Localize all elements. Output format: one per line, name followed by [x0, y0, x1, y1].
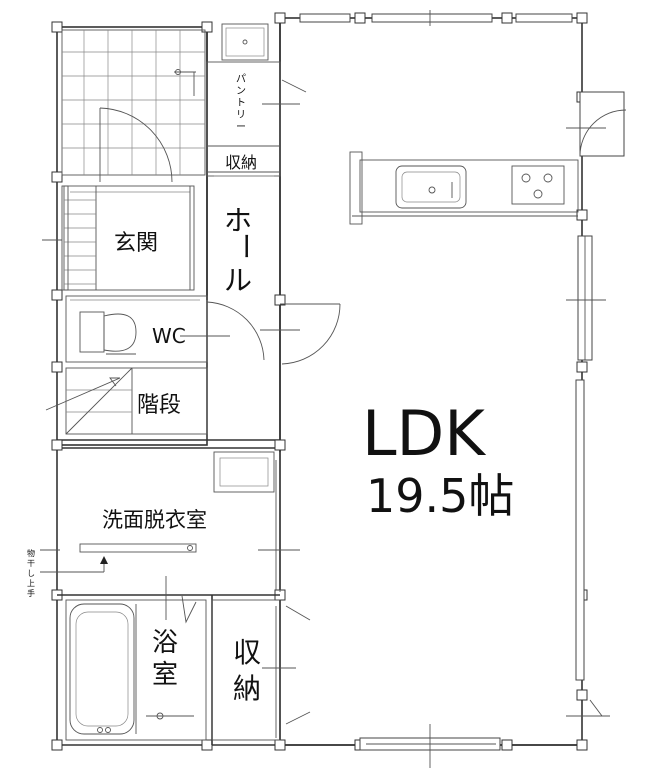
laundry-char-2: 干	[27, 559, 35, 568]
genkan-floor	[63, 185, 195, 291]
pantry-label-4: リ	[236, 110, 246, 121]
pantry	[206, 61, 307, 147]
laundry-char-3: し	[27, 569, 35, 578]
porch-tiles	[61, 29, 206, 176]
stairs-block	[45, 367, 208, 435]
hall-door	[260, 303, 341, 365]
storage-top-label: 収納	[225, 153, 257, 172]
ldk-size-label: 19.5帖	[366, 469, 514, 523]
ldk-door-marks	[566, 699, 610, 717]
storage-side-label-2: 納	[233, 672, 261, 705]
top-windows	[299, 10, 573, 26]
washroom-fixtures	[79, 451, 300, 592]
wc-label: WC	[152, 324, 186, 348]
hall-label-3: ル	[224, 264, 252, 297]
laundry-char-5: 手	[27, 588, 35, 598]
room-labels: LDK 19.5帖 玄関 ホ ー ル WC 階段 洗面脱衣室 浴 室 収 納 収…	[102, 73, 514, 705]
wc-room	[65, 295, 265, 363]
laundry-annotation: 物 干 し 上 手	[27, 548, 35, 598]
entrance-label: 玄関	[114, 231, 158, 256]
pantry-label-3: ト	[236, 98, 246, 109]
bath-label-1: 浴	[152, 628, 178, 658]
outdoor-faucet	[174, 69, 196, 96]
storage-side-label-1: 収	[233, 636, 261, 669]
pantry-label-1: パ	[236, 73, 246, 85]
ldk-label: LDK	[362, 397, 486, 470]
laundry-leader	[40, 549, 108, 573]
pantry-label-2: ン	[236, 86, 246, 97]
storage-side	[211, 599, 311, 741]
pantry-sink	[221, 23, 269, 61]
shoe-cabinet	[42, 185, 69, 291]
entrance-door	[99, 107, 173, 183]
bath-label-2: 室	[152, 660, 178, 690]
pantry-label-5: ー	[236, 122, 246, 133]
laundry-char-4: 上	[27, 579, 35, 588]
stairs-label: 階段	[137, 393, 181, 418]
ldk-windows	[359, 91, 627, 768]
hall-label-2: ー	[229, 232, 262, 260]
kitchen-counter	[349, 151, 579, 225]
laundry-char-1: 物	[27, 548, 35, 558]
washroom-label: 洗面脱衣室	[102, 508, 207, 532]
hall-label-1: ホ	[224, 204, 252, 237]
